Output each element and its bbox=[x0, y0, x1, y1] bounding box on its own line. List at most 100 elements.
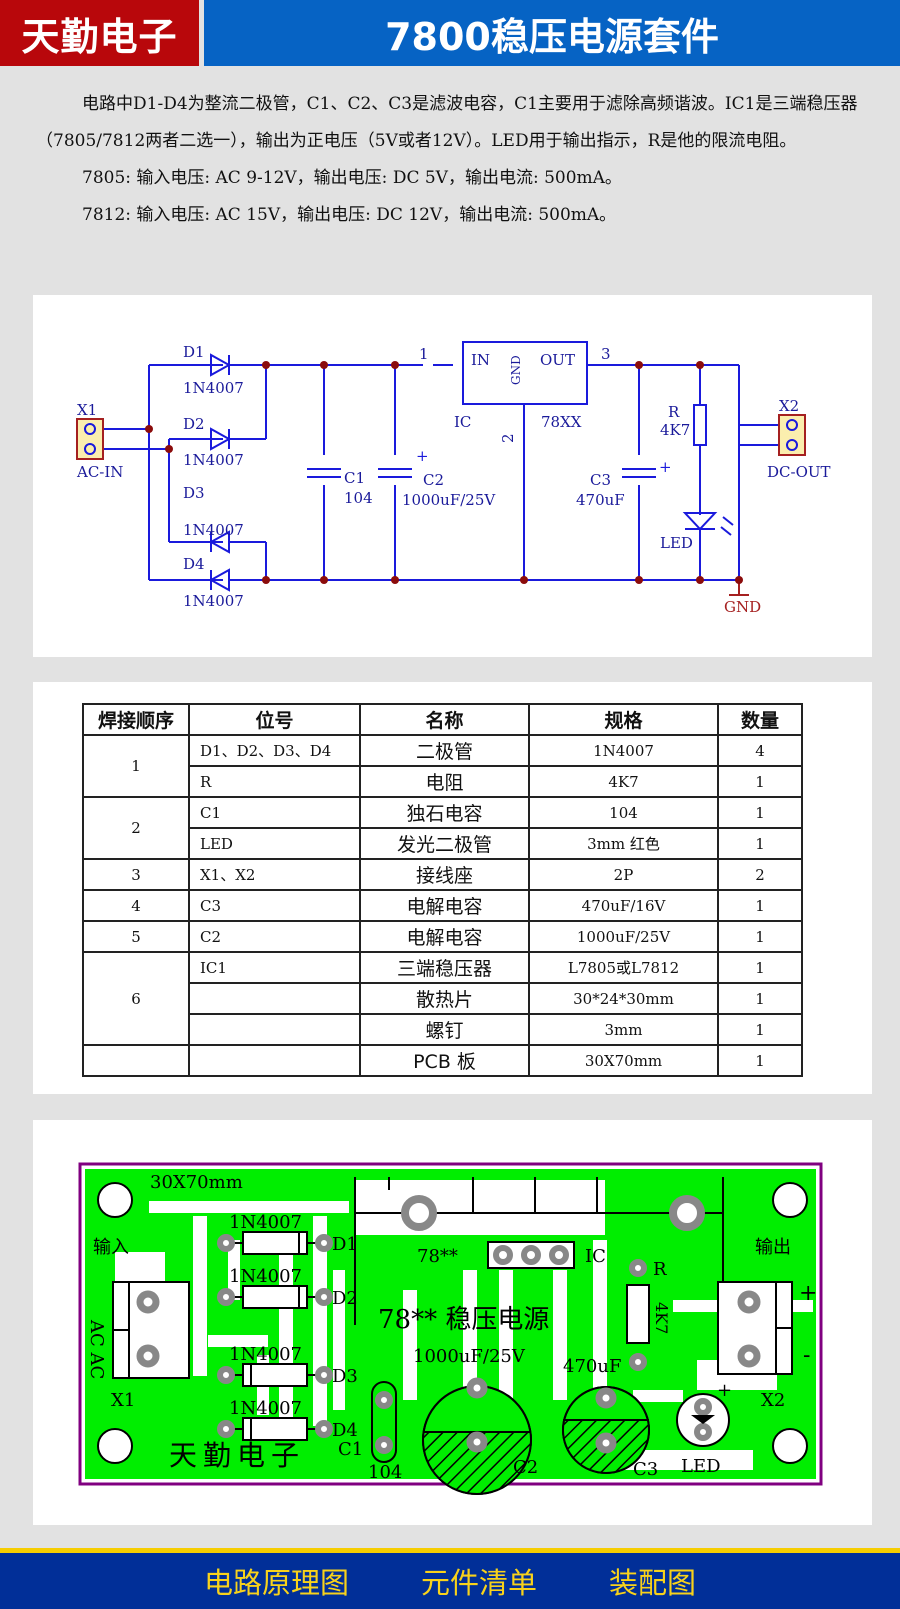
cell-order: 6 bbox=[82, 951, 190, 1046]
brand-logo: 天勤电子 bbox=[0, 0, 199, 66]
pcb-c2-value: 1000uF/25V bbox=[413, 1346, 526, 1367]
d3-ref: D3 bbox=[183, 484, 205, 502]
led-ref: LED bbox=[660, 534, 693, 552]
c3-ref: C3 bbox=[590, 471, 611, 489]
table-row: 6 IC1 三端稳压器 L7805或L7812 1 bbox=[82, 951, 803, 1046]
cell-order: 4 bbox=[82, 889, 190, 922]
cell-qty: 1 bbox=[717, 920, 803, 953]
cell-spec: L7805或L7812 bbox=[528, 951, 719, 984]
cell-name: 接线座 bbox=[359, 858, 530, 891]
ic-out-label: OUT bbox=[540, 351, 575, 369]
table-row: 散热片 30*24*30mm 1 bbox=[83, 982, 803, 1015]
pcb-ac-label: AC AC bbox=[86, 1319, 107, 1379]
cell-order: 5 bbox=[82, 920, 190, 953]
cell-ref bbox=[188, 1044, 361, 1077]
c2-ref: C2 bbox=[423, 471, 444, 489]
footer-nav: 电路原理图 元件清单 装配图 bbox=[0, 1553, 900, 1609]
x1-name: AC-IN bbox=[76, 463, 123, 481]
col-header-ref: 位号 bbox=[188, 703, 361, 736]
bom-panel: 焊接顺序 位号 名称 规格 数量 1 D1、D2、D3、D4 二极管 1N400… bbox=[33, 682, 872, 1094]
cell-spec: 3mm bbox=[528, 1013, 719, 1046]
cell-ref: C3 bbox=[188, 889, 361, 922]
x2-connector bbox=[778, 414, 806, 456]
footer-tab-parts-list[interactable]: 元件清单 bbox=[420, 1566, 537, 1600]
cell-name: 二极管 bbox=[359, 734, 530, 767]
pcb-r-label: R bbox=[653, 1259, 667, 1280]
cell-qty: 1 bbox=[717, 1044, 803, 1077]
pcb-reg-label: 78** bbox=[417, 1246, 458, 1267]
cell-ref: C1 bbox=[188, 796, 361, 829]
assembly-panel: 30X70mm 输入 输出 AC AC X1 X2 1N4007 1N4007 … bbox=[33, 1120, 872, 1525]
c2-value: 1000uF/25V bbox=[402, 491, 496, 509]
pcb-d1-ref: D1 bbox=[332, 1234, 358, 1255]
cell-name: 三端稳压器 bbox=[359, 951, 530, 984]
bom-table: 焊接顺序 位号 名称 规格 数量 1 D1、D2、D3、D4 二极管 1N400… bbox=[82, 703, 803, 1077]
c2-plus: + bbox=[416, 447, 429, 465]
c3-plus: + bbox=[659, 458, 672, 476]
cell-spec: 104 bbox=[528, 796, 719, 829]
cell-qty: 4 bbox=[717, 734, 803, 767]
cell-name: 电解电容 bbox=[359, 889, 530, 922]
diode-d1-symbol bbox=[210, 353, 258, 377]
cell-order: 2 bbox=[82, 796, 190, 860]
cell-ref: LED bbox=[188, 827, 361, 860]
pcb-led-plus: + bbox=[717, 1380, 732, 1401]
ic-part: 78XX bbox=[541, 413, 582, 431]
pin1-label: 1 bbox=[419, 345, 429, 363]
table-row: 3 X1、X2 接线座 2P 2 bbox=[82, 858, 803, 891]
r-value: 4K7 bbox=[660, 421, 690, 439]
pcb-led-label: LED bbox=[681, 1456, 721, 1477]
cell-ref: D1、D2、D3、D4 bbox=[188, 734, 361, 767]
cell-name: PCB 板 bbox=[359, 1044, 530, 1077]
pcb-ic-label: IC bbox=[585, 1246, 606, 1267]
pcb-d4-ref: D4 bbox=[332, 1420, 358, 1441]
footer-tab-assembly[interactable]: 装配图 bbox=[609, 1566, 697, 1600]
x2-label: X2 bbox=[779, 397, 799, 415]
pin3-label: 3 bbox=[601, 345, 611, 363]
cell-spec: 470uF/16V bbox=[528, 889, 719, 922]
d2-ref: D2 bbox=[183, 415, 205, 433]
cell-qty: 2 bbox=[717, 858, 803, 891]
cell-spec: 2P bbox=[528, 858, 719, 891]
pcb-x1-label: X1 bbox=[111, 1390, 135, 1411]
pcb-plus-label: + bbox=[799, 1281, 817, 1306]
col-header-spec: 规格 bbox=[528, 703, 719, 736]
pcb-d1-part: 1N4007 bbox=[229, 1212, 302, 1233]
cell-qty: 1 bbox=[717, 827, 803, 860]
ic-ref: IC bbox=[454, 413, 471, 431]
ic-gnd-label: GND bbox=[509, 355, 523, 385]
pcb-c1-ref: C1 bbox=[338, 1439, 363, 1460]
table-row: PCB 板 30X70mm 1 bbox=[82, 1044, 803, 1077]
x1-connector bbox=[76, 418, 104, 460]
intro-text: 电路中D1-D4为整流二极管，C1、C2、C3是滤波电容，C1主要用于滤除高频谐… bbox=[36, 86, 876, 234]
cell-order bbox=[82, 1044, 190, 1077]
col-header-name: 名称 bbox=[359, 703, 530, 736]
diode-d4-symbol bbox=[208, 568, 258, 592]
intro-paragraph: 电路中D1-D4为整流二极管，C1、C2、C3是滤波电容，C1主要用于滤除高频谐… bbox=[36, 94, 858, 151]
d3-part: 1N4007 bbox=[183, 521, 244, 539]
spec-7805: 7805: 输入电压: AC 9-12V，输出电压: DC 5V，输出电流: 5… bbox=[82, 168, 622, 188]
r-ref: R bbox=[668, 403, 680, 421]
pin2-label: 2 bbox=[499, 433, 517, 443]
diode-d2-symbol bbox=[210, 427, 258, 451]
pcb-board-title: 78** 稳压电源 bbox=[378, 1305, 549, 1335]
cell-ref bbox=[188, 1013, 361, 1046]
schematic-panel: X1 AC-IN X2 DC-OUT D1 1N4007 D2 1N4007 D… bbox=[33, 295, 872, 657]
cell-order: 1 bbox=[82, 734, 190, 798]
col-header-qty: 数量 bbox=[717, 703, 803, 736]
d1-part: 1N4007 bbox=[183, 379, 244, 397]
bom-header-row: 焊接顺序 位号 名称 规格 数量 bbox=[82, 703, 803, 736]
table-row: 1 D1、D2、D3、D4 二极管 1N4007 4 bbox=[82, 734, 803, 798]
pcb-x2-label: X2 bbox=[761, 1390, 785, 1411]
x1-label: X1 bbox=[77, 401, 97, 419]
cell-order: 3 bbox=[82, 858, 190, 891]
table-row: 螺钉 3mm 1 bbox=[83, 1013, 803, 1046]
footer-tab-schematic[interactable]: 电路原理图 bbox=[203, 1566, 349, 1600]
cell-name: 发光二极管 bbox=[359, 827, 530, 860]
cell-name: 电解电容 bbox=[359, 920, 530, 953]
cell-spec: 4K7 bbox=[528, 765, 719, 798]
pcb-minus-label: - bbox=[803, 1343, 810, 1368]
cell-name: 独石电容 bbox=[359, 796, 530, 829]
c1-value: 104 bbox=[344, 489, 373, 507]
pcb-size-label: 30X70mm bbox=[150, 1172, 243, 1193]
